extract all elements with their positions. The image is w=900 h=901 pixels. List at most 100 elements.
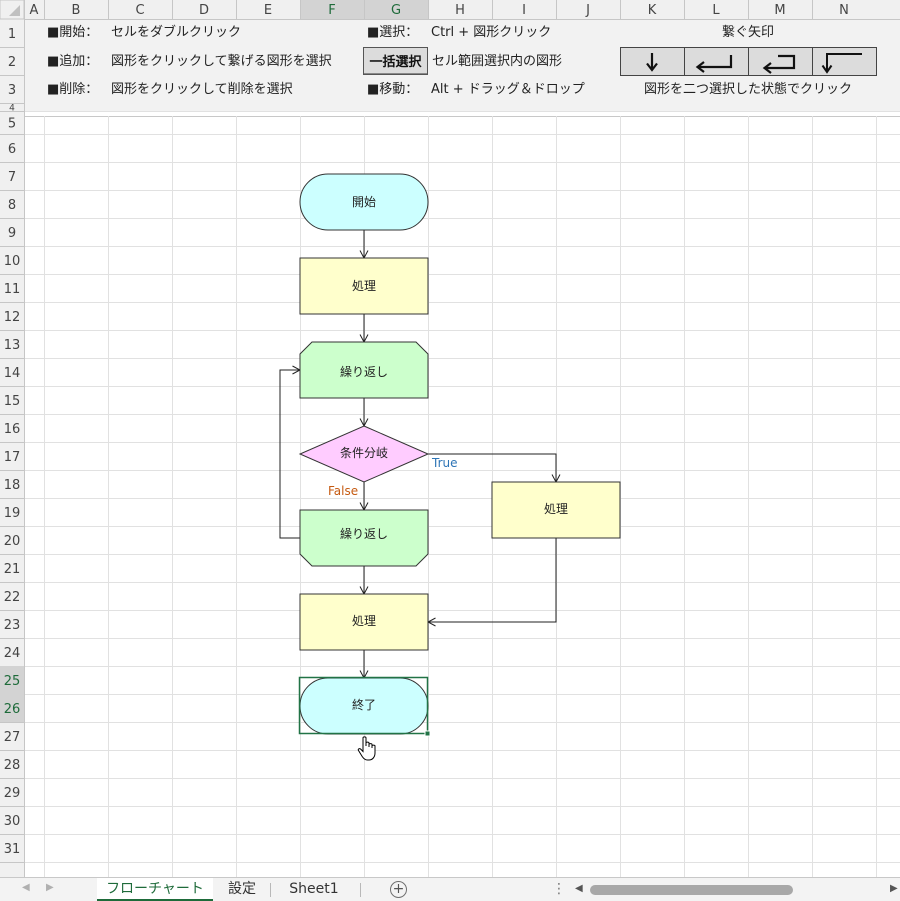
row-header-26[interactable]: 26 [4,702,21,717]
column-headers[interactable]: A B C D E F G H I J K L M N [24,0,849,19]
tab-sheet1[interactable]: Sheet1 [289,881,339,897]
split-handle-icon[interactable]: ⋮ [552,881,566,897]
row-header-16[interactable]: 16 [4,422,21,437]
bulk-select-label: 一括選択 [369,54,422,70]
arrow-elbow-left-button[interactable] [684,47,749,76]
column-header-A[interactable]: A [30,3,39,18]
horizontal-scrollbar-thumb[interactable] [590,885,793,895]
scroll-left-arrow-icon[interactable]: ◀ [575,883,583,894]
row-header-11[interactable]: 11 [4,282,21,297]
sheet-tab-bar: ◀ ▶ フローチャート 設定 Sheet1 + ⋮ ◀ ▶ [0,877,900,901]
column-header-E[interactable]: E [264,3,272,18]
row-header-15[interactable]: 15 [4,394,21,409]
row-header-4[interactable]: 4 [9,103,15,113]
column-header-C[interactable]: C [135,3,144,18]
tab-separator [270,883,271,897]
row-header-1[interactable]: 1 [8,27,16,42]
row-header-3[interactable]: 3 [8,83,16,98]
loop-end-shape[interactable]: 繰り返し [299,509,429,567]
arrow-elbow-down-button[interactable] [812,47,877,76]
column-header-I[interactable]: I [522,3,526,18]
end-text: 終了 [352,697,376,712]
row-header-5[interactable]: 5 [8,116,16,131]
process-branch-text: 処理 [544,502,568,516]
column-header-K[interactable]: K [648,3,657,18]
true-label: True [431,456,458,470]
row-header-13[interactable]: 13 [4,338,21,353]
row-header-24[interactable]: 24 [4,646,21,661]
tab-scroll-right-icon[interactable]: ▶ [46,882,54,893]
process-shape-1[interactable]: 処理 [299,257,429,315]
column-header-L[interactable]: L [712,3,720,18]
connector-branch-merge[interactable] [428,538,557,622]
cell-selection-border [298,676,429,735]
start-shape[interactable]: 開始 [299,173,429,231]
arrows-title: 繋ぐ矢印 [722,24,774,40]
row-header-20[interactable]: 20 [4,534,21,549]
select-desc: Ctrl + 図形クリック [431,25,551,40]
tab-flowchart[interactable]: フローチャート [97,878,213,901]
add-desc: 図形をクリックして繋げる図形を選択 [111,53,332,69]
row-header-10[interactable]: 10 [4,254,21,269]
tab-scroll-left-icon[interactable]: ◀ [22,882,30,893]
end-shape[interactable]: 終了 [299,677,429,735]
column-header-N[interactable]: N [839,3,849,18]
row-header-19[interactable]: 19 [4,506,21,521]
row-header-6[interactable]: 6 [8,142,16,157]
arrows-desc: 図形を二つ選択した状態でクリック [644,81,852,97]
delete-label: ■削除： [47,82,98,97]
move-desc: Alt + ドラッグ＆ドロップ [431,82,585,97]
start-desc: セルをダブルクリック [111,24,241,40]
column-header-selected [300,0,364,19]
connector-decision-true[interactable] [428,453,556,482]
select-all-corner[interactable] [0,0,25,20]
loop-start-text: 繰り返し [340,365,388,379]
loop-end-text: 繰り返し [340,527,388,541]
row-header-27[interactable]: 27 [4,730,21,745]
row-header-23[interactable]: 23 [4,618,21,633]
row-header-2[interactable]: 2 [8,55,16,70]
row-header-12[interactable]: 12 [4,310,21,325]
select-all-triangle-icon [9,5,20,16]
row-header-30[interactable]: 30 [4,814,21,829]
select-label: ■選択： [367,25,418,40]
tab-separator [360,883,361,897]
arrow-loop-left-button[interactable] [748,47,813,76]
row-header-22[interactable]: 22 [4,590,21,605]
tab-settings[interactable]: 設定 [228,881,256,897]
add-sheet-button[interactable]: + [390,881,407,898]
connector-loop-back[interactable] [279,370,300,539]
arrow-loop-left-icon [762,54,796,74]
row-header-29[interactable]: 29 [4,786,21,801]
arrow-down-button[interactable] [620,47,685,76]
row-header-18[interactable]: 18 [4,478,21,493]
scroll-right-arrow-icon[interactable]: ▶ [890,883,898,894]
row-header-8[interactable]: 8 [8,198,16,213]
row-header-21[interactable]: 21 [4,562,21,577]
decision-shape[interactable]: 条件分岐 [298,425,430,483]
row-headers[interactable]: 1234567891011121314151617181920212223242… [0,27,24,863]
row-header-31[interactable]: 31 [4,842,21,857]
connector-buttons [620,47,877,76]
loop-start-shape[interactable]: 繰り返し [299,341,429,399]
column-header-G[interactable]: G [391,3,401,18]
column-header-H[interactable]: H [455,3,465,18]
column-header-B[interactable]: B [72,3,81,18]
column-header-M[interactable]: M [774,3,785,18]
fill-handle[interactable] [424,730,431,737]
column-header-bar [0,0,900,19]
column-header-J[interactable]: J [585,3,590,18]
row-header-7[interactable]: 7 [8,170,16,185]
row-header-14[interactable]: 14 [4,366,21,381]
arrow-elbow-left-icon [695,55,733,73]
row-header-9[interactable]: 9 [8,226,16,241]
row-header-25[interactable]: 25 [4,674,21,689]
row-header-28[interactable]: 28 [4,758,21,773]
row-header-17[interactable]: 17 [4,450,21,465]
process-shape-branch[interactable]: 処理 [491,481,621,539]
row-header-selected [0,694,24,722]
column-header-F[interactable]: F [328,3,335,18]
column-header-D[interactable]: D [199,3,209,18]
process-shape-2[interactable]: 処理 [299,593,429,651]
bulk-select-button[interactable]: 一括選択 [363,47,428,75]
